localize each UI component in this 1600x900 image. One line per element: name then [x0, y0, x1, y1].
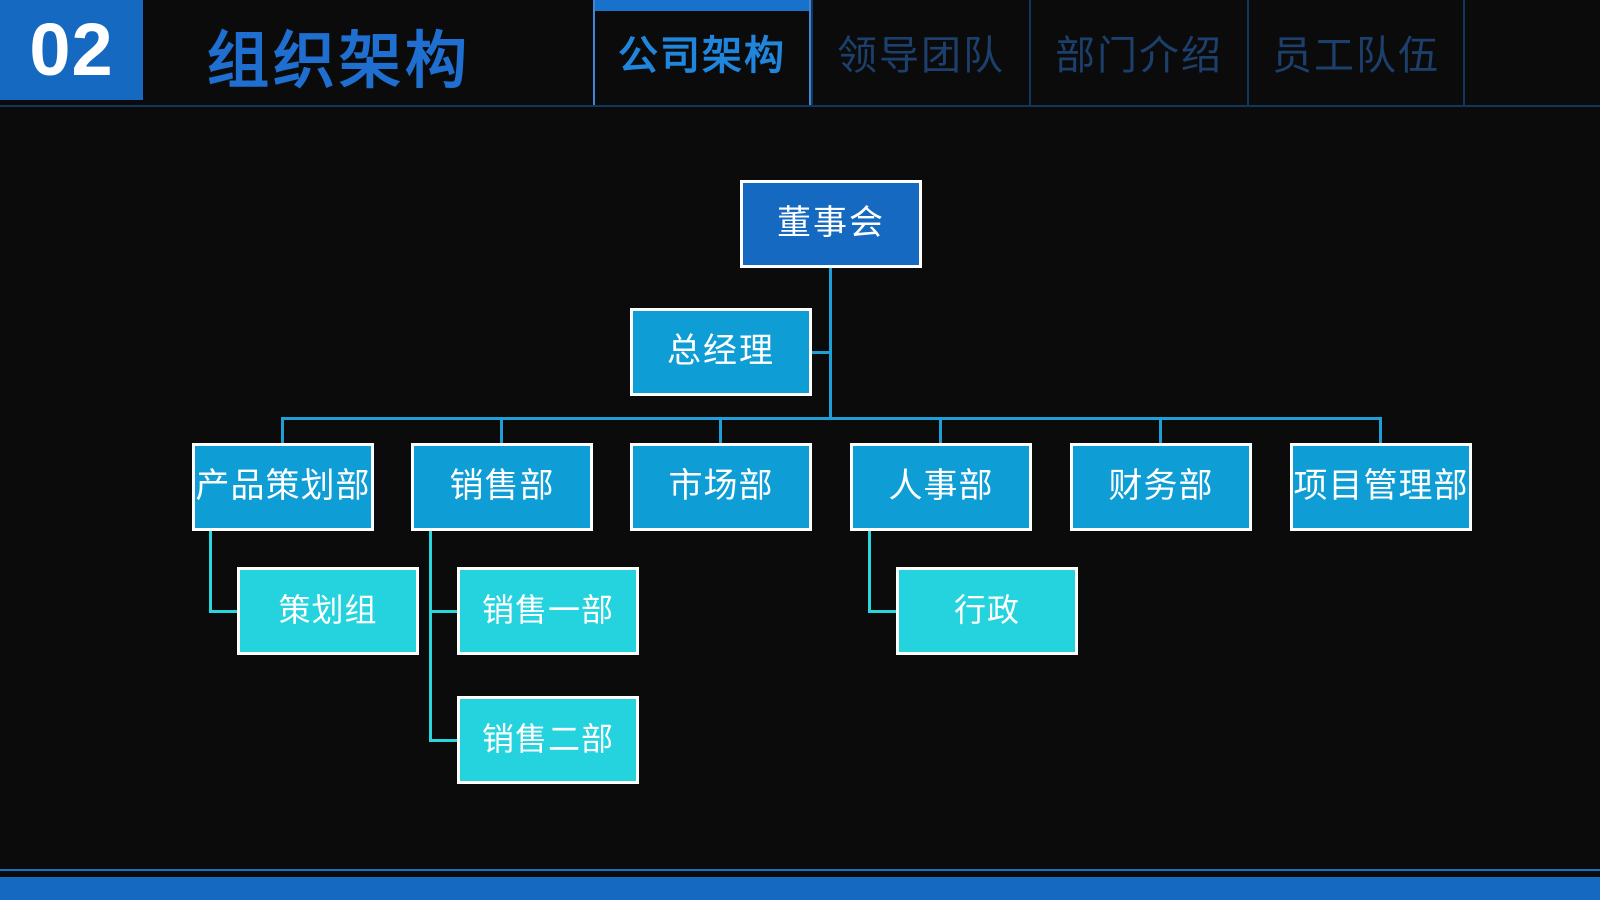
tab-staff-team[interactable]: 员工队伍 [1247, 0, 1465, 107]
header-divider [0, 105, 1600, 107]
org-node-project-management-dept[interactable]: 项目管理部 [1290, 443, 1472, 531]
section-number-text: 02 [29, 8, 114, 91]
org-chart: 董事会 总经理 产品策划部 销售部 市场部 人事部 财务部 项目管理部 策划组 [0, 107, 1600, 867]
connector-drop-product [281, 417, 284, 444]
page-title: 组织架构 [207, 27, 472, 96]
connector-drop-hr [939, 417, 942, 444]
org-node-label: 总经理 [667, 331, 775, 370]
connector-gm-stub [811, 351, 832, 354]
org-node-label: 策划组 [278, 591, 378, 628]
org-node-label: 人事部 [888, 466, 994, 505]
section-number-badge: 02 [0, 0, 143, 100]
org-node-label: 销售一部 [481, 591, 614, 628]
footer-divider [0, 869, 1600, 871]
org-node-sales-unit-one[interactable]: 销售一部 [457, 567, 639, 655]
slide-header: 02 组织架构 公司架构 领导团队 部门介绍 员工队伍 [0, 0, 1600, 107]
org-node-marketing-dept[interactable]: 市场部 [630, 443, 812, 531]
org-node-hr-dept[interactable]: 人事部 [850, 443, 1032, 531]
connector-drop-market [719, 417, 722, 444]
org-node-board[interactable]: 董事会 [740, 180, 922, 268]
tab-label: 部门介绍 [1055, 33, 1223, 78]
connector-drop-pm [1379, 417, 1382, 444]
org-node-label: 董事会 [777, 203, 885, 242]
org-node-sales-unit-two[interactable]: 销售二部 [457, 696, 639, 784]
connector-drop-finance [1159, 417, 1162, 444]
org-node-sales-dept[interactable]: 销售部 [411, 443, 593, 531]
org-node-label: 行政 [953, 591, 1020, 628]
connector-sales-to-sales2 [429, 739, 459, 742]
org-node-label: 销售部 [449, 466, 555, 505]
tab-label: 公司架构 [618, 33, 786, 78]
tab-label: 员工队伍 [1272, 33, 1440, 78]
active-tab-indicator [595, 0, 809, 11]
org-node-finance-dept[interactable]: 财务部 [1070, 443, 1252, 531]
tab-bar: 公司架构 领导团队 部门介绍 员工队伍 [593, 0, 1465, 107]
tab-label: 领导团队 [837, 33, 1005, 78]
tab-department-intro[interactable]: 部门介绍 [1029, 0, 1247, 107]
org-node-label: 产品策划部 [195, 466, 371, 505]
org-node-label: 销售二部 [481, 720, 614, 757]
org-node-label: 市场部 [668, 466, 774, 505]
connector-product-vertical [209, 528, 212, 612]
tab-leadership-team[interactable]: 领导团队 [811, 0, 1029, 107]
org-node-planning-group[interactable]: 策划组 [237, 567, 419, 655]
org-node-label: 财务部 [1108, 466, 1214, 505]
footer-bar [0, 877, 1600, 900]
connector-sales-to-sales1 [429, 610, 459, 613]
org-node-label: 项目管理部 [1293, 466, 1469, 505]
connector-product-to-planning [209, 610, 239, 613]
connector-sales-vertical [429, 528, 432, 742]
org-node-general-manager[interactable]: 总经理 [630, 308, 812, 396]
connector-hr-to-admin [868, 610, 904, 613]
connector-hr-vertical [868, 528, 871, 612]
org-node-product-planning-dept[interactable]: 产品策划部 [192, 443, 374, 531]
tab-company-structure[interactable]: 公司架构 [593, 0, 811, 107]
org-node-administration[interactable]: 行政 [896, 567, 1078, 655]
connector-drop-sales [500, 417, 503, 444]
connector-board-trunk [829, 267, 832, 419]
connector-dept-bus [281, 417, 1382, 420]
